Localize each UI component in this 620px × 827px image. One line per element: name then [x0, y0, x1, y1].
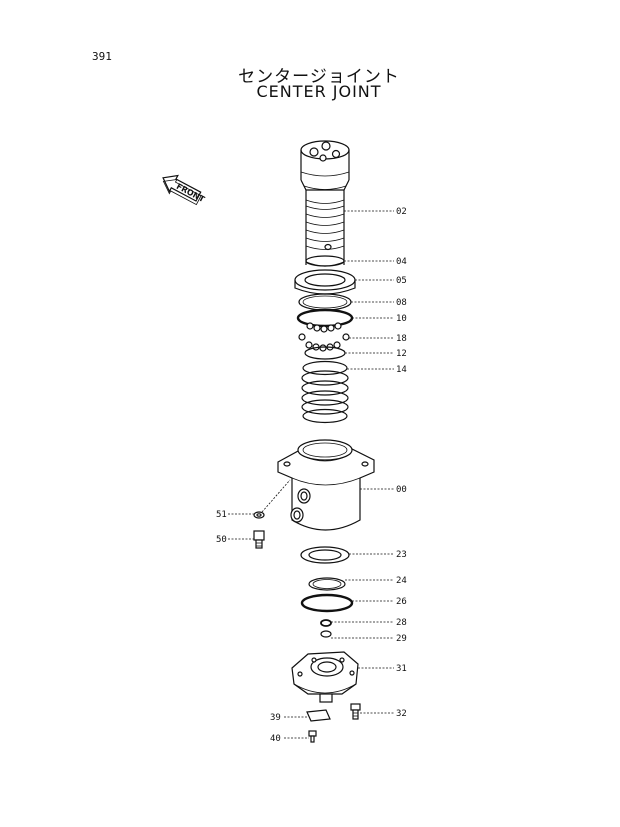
part-05-washer [294, 269, 356, 295]
part-label-29: 29 [396, 634, 407, 644]
part-14-seal-rings [301, 360, 349, 424]
page-number: 391 [92, 50, 112, 63]
part-label-26: 26 [396, 597, 407, 607]
part-18-steel-balls [298, 322, 350, 352]
part-24-ring [308, 577, 346, 591]
part-04-ring [305, 255, 345, 267]
part-label-24: 24 [396, 576, 407, 586]
part-26-o-ring [300, 593, 354, 613]
part-label-14: 14 [396, 365, 407, 375]
title-english: CENTER JOINT [256, 82, 382, 101]
part-10-o-ring [296, 308, 354, 328]
title-japanese: センタージョイント [238, 67, 400, 87]
part-label-18: 18 [396, 334, 407, 344]
part-label-04: 04 [396, 257, 407, 267]
part-02-spindle [300, 140, 350, 267]
part-label-23: 23 [396, 550, 407, 560]
front-direction-arrow: FRONT [162, 174, 207, 206]
part-51-washer [253, 511, 265, 519]
part-23-washer [300, 546, 350, 564]
part-31-cover [291, 651, 359, 703]
part-label-40: 40 [270, 734, 281, 744]
part-08-ring [298, 293, 352, 311]
part-50-bolt [253, 530, 265, 549]
part-label-50: 50 [216, 535, 227, 545]
part-label-28: 28 [396, 618, 407, 628]
part-28-small-ring [320, 619, 332, 627]
part-40-screw [308, 730, 317, 743]
part-label-31: 31 [396, 664, 407, 674]
part-32-bolt [350, 703, 361, 720]
part-label-12: 12 [396, 349, 407, 359]
part-label-08: 08 [396, 298, 407, 308]
part-label-02: 02 [396, 207, 407, 217]
part-label-10: 10 [396, 314, 407, 324]
part-29-disc [320, 630, 332, 638]
part-39-key-plate [306, 709, 331, 722]
part-label-39: 39 [270, 713, 281, 723]
part-label-32: 32 [396, 709, 407, 719]
part-label-00: 00 [396, 485, 407, 495]
front-label: FRONT [175, 182, 207, 205]
part-label-05: 05 [396, 276, 407, 286]
part-00-body [277, 439, 375, 531]
part-label-51: 51 [216, 510, 227, 520]
